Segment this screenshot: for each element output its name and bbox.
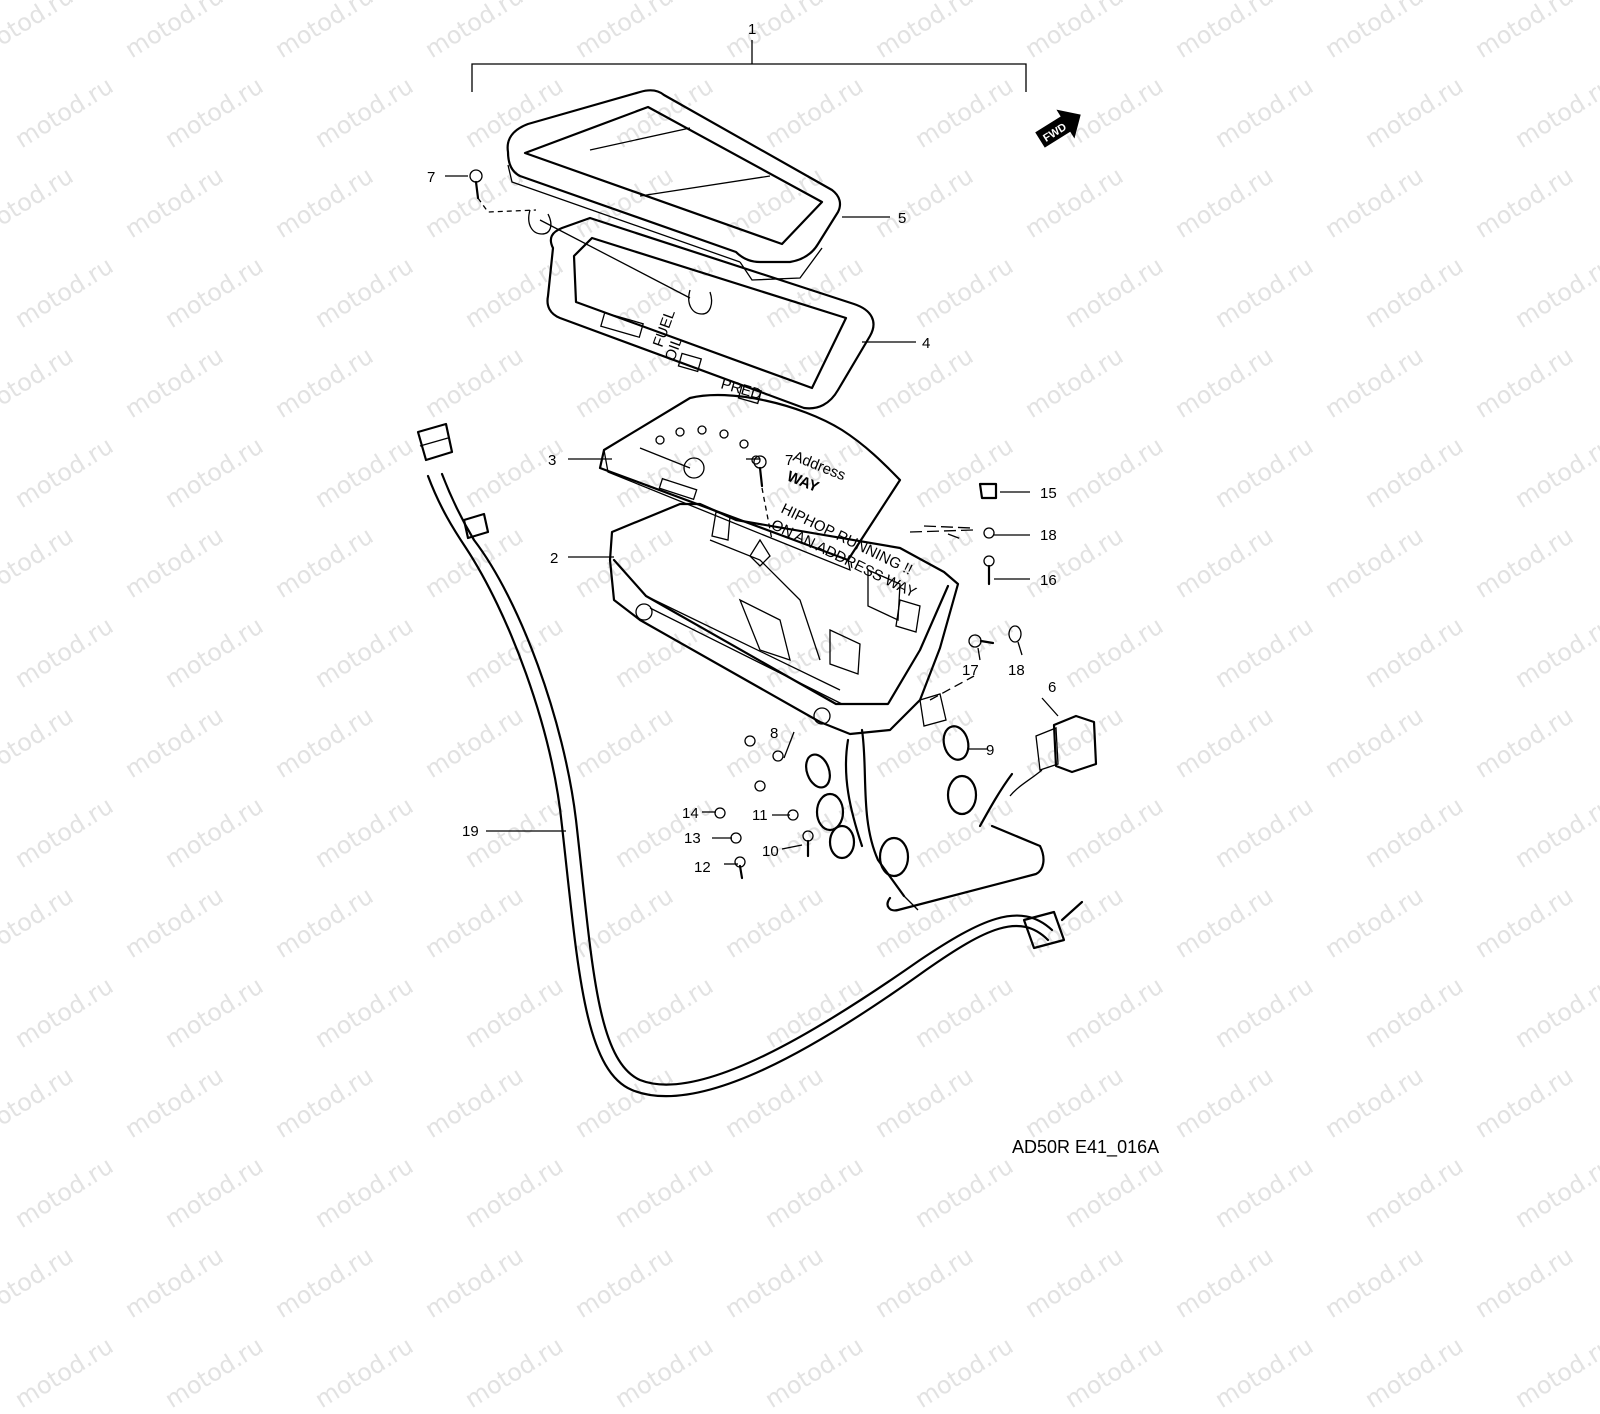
leader-lines xyxy=(445,175,1059,865)
watermark-text: motod.ru xyxy=(1470,1241,1579,1324)
callout-19: 19 xyxy=(462,823,479,840)
callout-6: 6 xyxy=(1048,679,1056,696)
callout-13: 13 xyxy=(684,830,701,847)
watermark-text: motod.ru xyxy=(270,1241,379,1324)
watermark-text: motod.ru xyxy=(310,1331,419,1414)
watermark-text: motod.ru xyxy=(1020,1241,1129,1324)
meter-cover xyxy=(506,89,842,315)
watermark-text: motod.ru xyxy=(760,1331,869,1414)
callout-17: 17 xyxy=(962,662,979,679)
callout-7b: 7 xyxy=(785,452,793,469)
fasteners xyxy=(469,169,1022,880)
callout-14: 14 xyxy=(682,805,699,822)
watermark-text: motod.ru xyxy=(1060,1331,1169,1414)
callout-7a: 7 xyxy=(427,169,435,186)
watermark-text: motod.ru xyxy=(610,1331,719,1414)
callout-18b: 18 xyxy=(1008,662,1025,679)
exploded-view: FWD FUEL OIL PRED xyxy=(416,21,1098,1098)
callout-8: 8 xyxy=(770,725,778,742)
watermark-text: motod.ru xyxy=(1320,1241,1429,1324)
watermark-text: motod.ru xyxy=(0,1241,79,1324)
watermark-text: motod.ru xyxy=(720,1241,829,1324)
callout-16: 16 xyxy=(1040,572,1057,589)
callout-18a: 18 xyxy=(1040,527,1057,544)
callout-1: 1 xyxy=(748,21,756,38)
fwd-arrow-icon: FWD xyxy=(1035,109,1081,148)
callout-5: 5 xyxy=(898,210,906,227)
meter-dial-face: Address WAY HIPHOP RUNNING !! ON AN ADDR… xyxy=(598,393,919,601)
watermark-text: motod.ru xyxy=(10,1331,119,1414)
watermark-text: motod.ru xyxy=(870,1241,979,1324)
watermark-text: motod.ru xyxy=(1510,1331,1600,1414)
watermark-text: motod.ru xyxy=(420,1241,529,1324)
watermark-text: motod.ru xyxy=(1170,1241,1279,1324)
watermark-text: motod.ru xyxy=(570,1241,679,1324)
speedometer-cable xyxy=(416,422,1084,1098)
callout-9: 9 xyxy=(986,742,994,759)
watermark-text: motod.ru xyxy=(1210,1331,1319,1414)
watermark-text: motod.ru xyxy=(460,1331,569,1414)
callout-11: 11 xyxy=(752,807,768,824)
callout-3: 3 xyxy=(548,452,556,469)
watermark-text: motod.ru xyxy=(910,1331,1019,1414)
assembly-bracket xyxy=(471,40,1027,92)
watermark-text: motod.ru xyxy=(1360,1331,1469,1414)
wiring-harness xyxy=(815,714,1098,912)
diagram-code: AD50R E41_016A xyxy=(1012,1137,1160,1157)
meter-case xyxy=(608,502,960,736)
callout-15: 15 xyxy=(1040,485,1057,502)
watermark-text: motod.ru xyxy=(120,1241,229,1324)
callout-12: 12 xyxy=(694,859,711,876)
callout-4: 4 xyxy=(922,335,930,352)
bulb-sockets xyxy=(805,725,970,789)
callout-10: 10 xyxy=(762,843,779,860)
callout-numbers: 1 2 3 4 5 6 7 7 8 9 10 11 12 13 14 15 16… xyxy=(427,21,1057,876)
meter-panel-frame: FUEL OIL PRED xyxy=(546,216,875,410)
watermark-text: motod.ru xyxy=(160,1331,269,1414)
callout-2: 2 xyxy=(550,550,558,567)
